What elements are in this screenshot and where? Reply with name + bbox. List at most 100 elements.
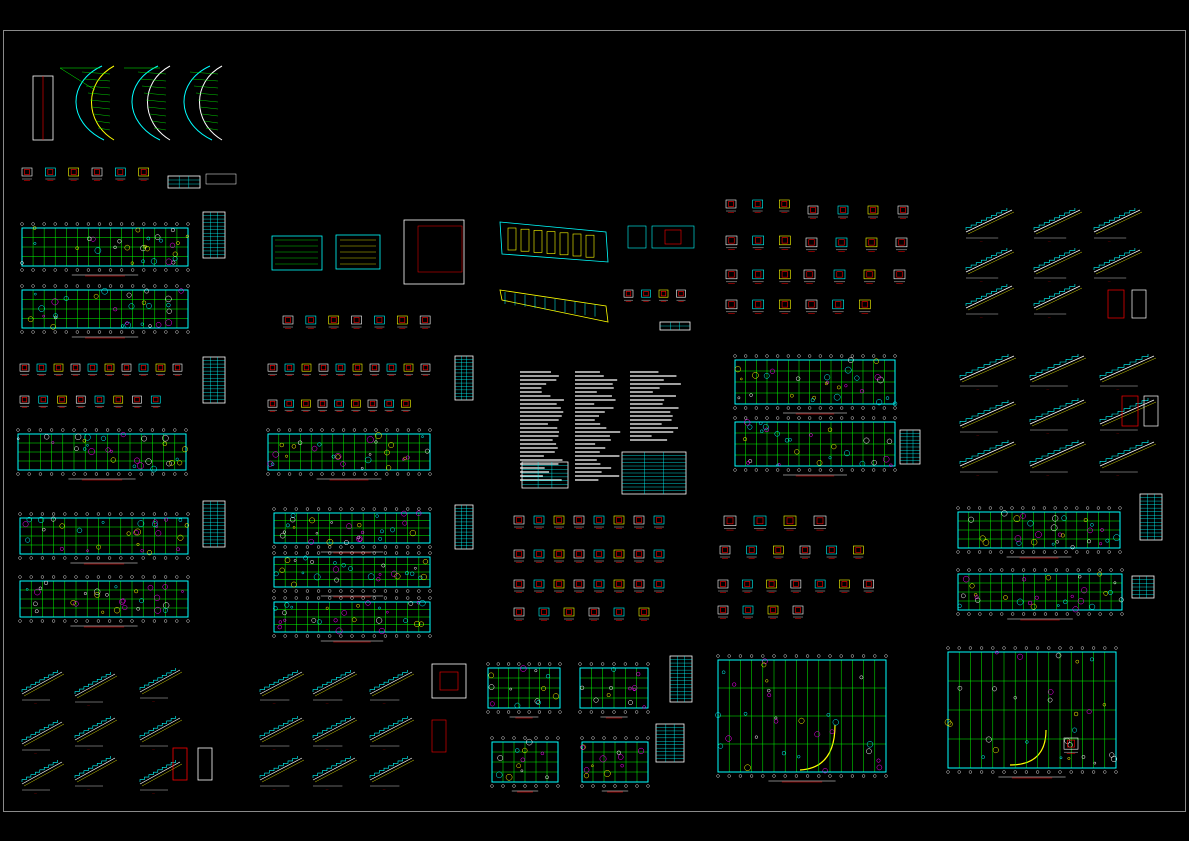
svg-text:—: — <box>152 791 155 795</box>
stair-section-2-4: — <box>312 716 358 751</box>
stair-section-5b-2: — <box>1099 354 1157 391</box>
svg-text:—: — <box>87 747 90 751</box>
stair-section-1-8: — <box>139 760 183 795</box>
node-details-row-4b <box>807 205 909 219</box>
floor-plan-1c <box>16 428 188 481</box>
door-detail-5b <box>1121 395 1159 427</box>
schedule-1c <box>202 500 226 548</box>
floor-plan-3d <box>580 736 650 793</box>
stair-section-5b-7: — <box>1029 440 1087 477</box>
floor-plan-4a <box>733 354 898 415</box>
schedule-3b <box>655 723 685 763</box>
stair-section-5b-6: — <box>959 440 1017 477</box>
door-detail-5a <box>1107 289 1147 319</box>
stair-detail-5 <box>1063 737 1079 754</box>
svg-text:—: — <box>152 699 155 703</box>
floor-plan-2a <box>266 428 432 481</box>
svg-text:—: — <box>1108 279 1111 283</box>
node-details-row-4k <box>717 605 804 619</box>
svg-text:—: — <box>87 703 90 707</box>
beam-elevation-3a <box>499 221 695 323</box>
svg-text:—: — <box>1108 239 1111 243</box>
svg-text:—: — <box>1046 431 1049 435</box>
large-floor-plan-4 <box>799 724 836 771</box>
beam-schedule-3a <box>659 321 691 331</box>
node-details-row-3a <box>513 515 665 529</box>
spiral-stair-details-row <box>21 167 149 181</box>
stair-section-5-6: — <box>965 284 1015 319</box>
schedule-5a <box>1139 493 1163 541</box>
general-notes-col-2 <box>575 371 621 481</box>
node-details-row-3c <box>513 579 665 593</box>
svg-text:—: — <box>976 387 979 391</box>
stair-section-5-0: — <box>965 208 1015 243</box>
node-details-row-4i <box>719 545 864 559</box>
spiral-stair-schedule <box>167 175 201 189</box>
stair-section-2-3: — <box>259 716 305 751</box>
notes-table-3 <box>621 451 687 495</box>
svg-text:—: — <box>980 315 983 319</box>
stair-section-1-0: — <box>21 670 65 705</box>
node-details-row-4e <box>725 269 791 284</box>
stair-section-5-1: — <box>1033 208 1083 243</box>
large-floor-plan-4-grid <box>715 654 888 783</box>
large-floor-plan-5 <box>1009 729 1047 766</box>
column-details-row-4 <box>267 399 411 412</box>
svg-text:—: — <box>326 787 329 791</box>
svg-text:—: — <box>1048 239 1051 243</box>
node-details-row-3d <box>513 607 650 621</box>
stair-section-5-3: — <box>965 248 1015 283</box>
stair-section-2-2: — <box>369 670 415 705</box>
stair-section-2-1: — <box>312 670 358 705</box>
general-notes-col-1 <box>520 371 564 481</box>
column-details-row-2 <box>19 395 161 408</box>
floor-plan-2d <box>272 596 432 643</box>
floor-plan-4b <box>733 416 897 477</box>
schedule-1a <box>202 211 226 259</box>
svg-text:—: — <box>976 473 979 477</box>
schedule-4 <box>899 429 921 465</box>
node-details-row-4a <box>725 199 790 213</box>
floor-plan-1d <box>18 512 190 565</box>
stair-section-1-6: — <box>21 760 65 795</box>
node-details-row-4j <box>717 579 875 593</box>
svg-text:—: — <box>87 787 90 791</box>
stair-section-5-2: — <box>1093 208 1143 243</box>
node-details-row-4f <box>803 269 906 284</box>
stair-section-5b-3: — <box>959 400 1017 437</box>
column-details-row-1 <box>19 363 183 376</box>
schedule-3 <box>669 655 693 703</box>
svg-text:—: — <box>980 279 983 283</box>
stair-section-5-7: — <box>1033 284 1083 319</box>
stair-section-2-5: — <box>369 716 415 751</box>
schedule-1b <box>202 356 226 404</box>
notes-table-3b <box>521 461 569 489</box>
svg-text:—: — <box>1046 473 1049 477</box>
stair-section-1-5: — <box>139 716 183 751</box>
floor-plan-1a <box>20 222 190 277</box>
stair-section-2-6: — <box>259 756 305 791</box>
svg-text:—: — <box>1116 473 1119 477</box>
door-detail-1b <box>197 747 213 781</box>
floor-plan-5a <box>956 506 1122 559</box>
svg-text:—: — <box>326 747 329 751</box>
section-details-row-2a <box>282 315 431 329</box>
node-details-row-4h <box>723 515 827 531</box>
svg-text:—: — <box>1048 315 1051 319</box>
stair-section-5b-0: — <box>959 354 1017 391</box>
beam-details-row-3a <box>623 289 686 302</box>
node-details-row-4d <box>805 237 908 252</box>
schedule-2a <box>454 355 474 401</box>
stair-section-1-2: — <box>139 668 183 703</box>
stair-section-2-8: — <box>369 756 415 791</box>
floor-plan-1e <box>18 575 190 628</box>
svg-text:—: — <box>273 747 276 751</box>
stair-section-5-4: — <box>1033 248 1083 283</box>
column-details-row-3 <box>267 363 431 376</box>
floor-plan-1b <box>20 284 190 339</box>
svg-text:—: — <box>1048 279 1051 283</box>
svg-text:—: — <box>1046 387 1049 391</box>
spiral-stair-sheet <box>32 65 237 185</box>
